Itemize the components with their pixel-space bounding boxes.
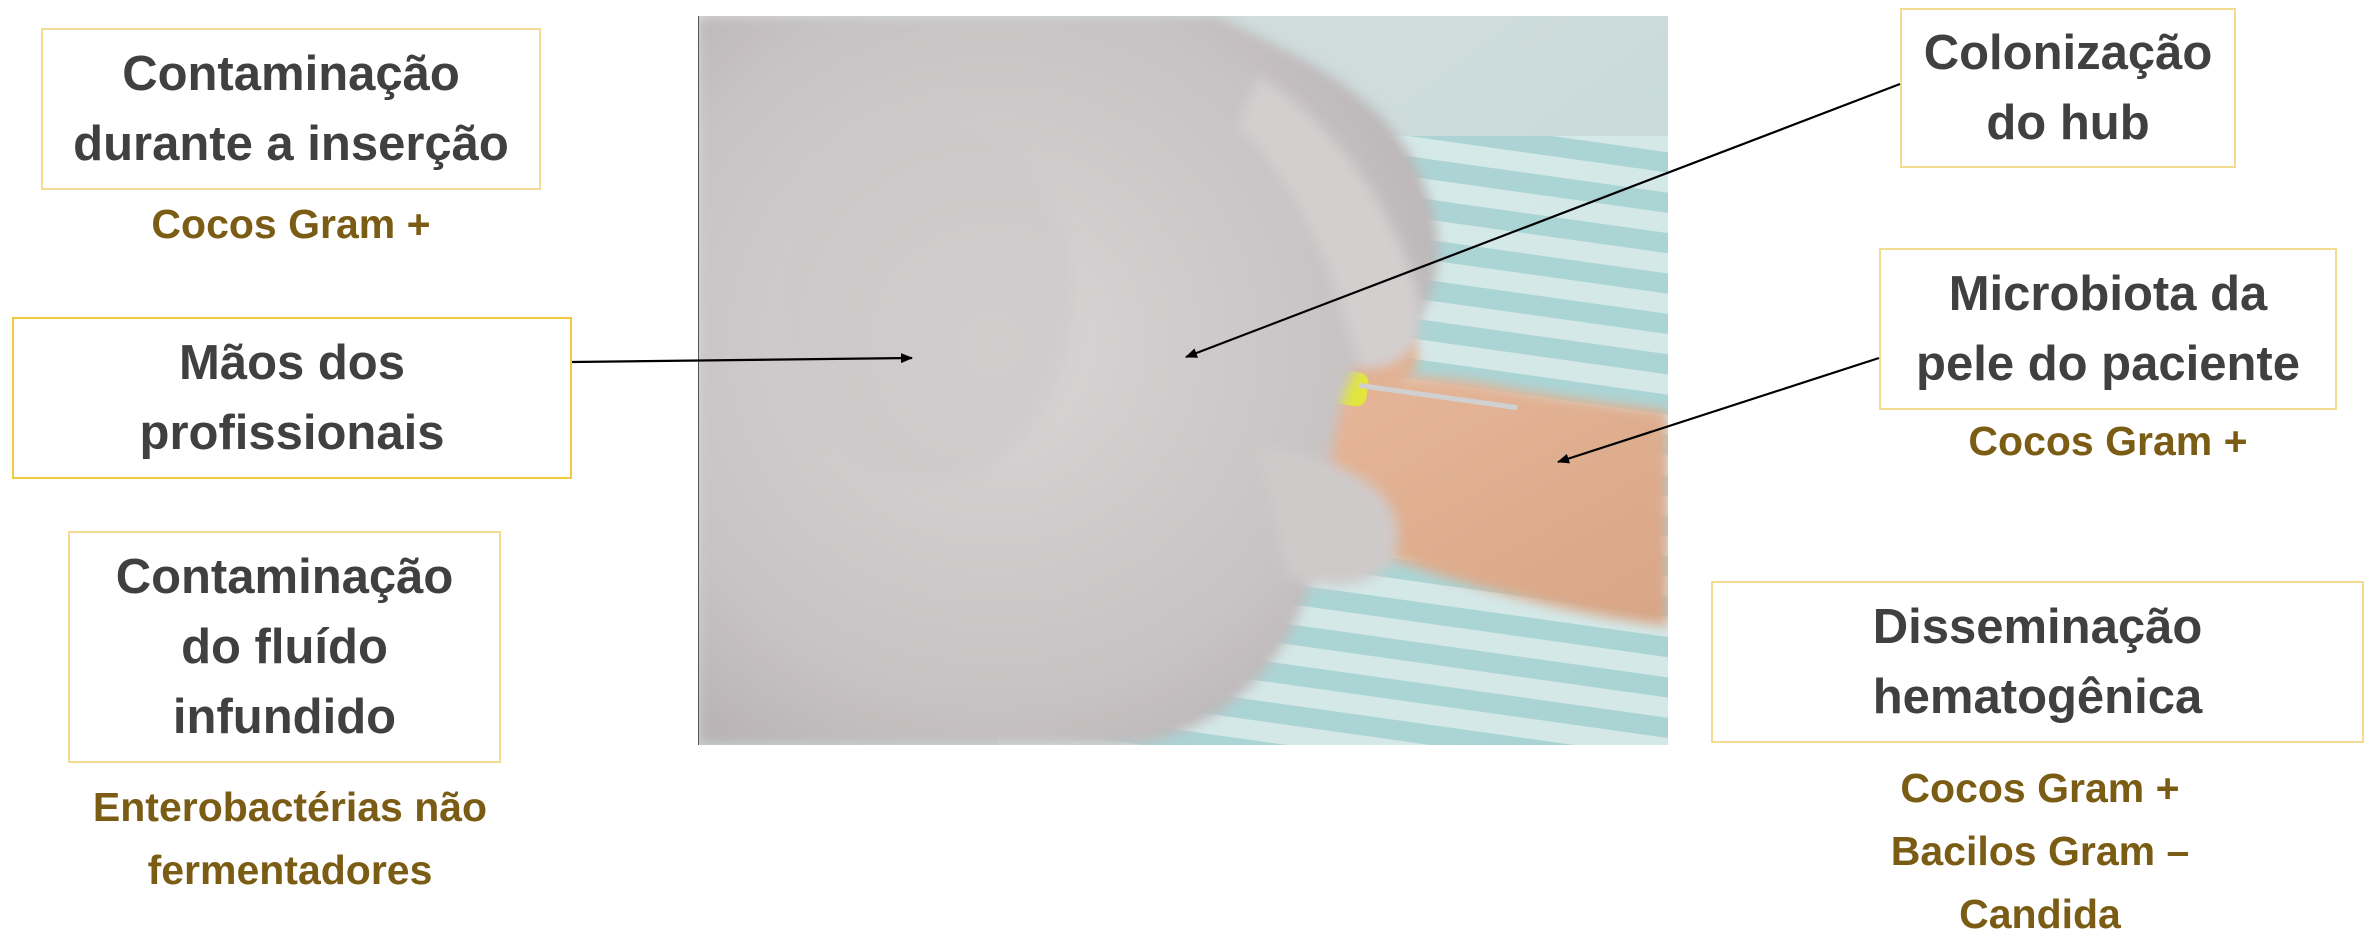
hub-line-1: Colonização [1924,18,2213,88]
catheter-insertion-photo [698,16,1668,745]
insertion-organism: Cocos Gram + [41,193,541,256]
fluid-contamination-box: Contaminação do fluído infundido [68,531,501,763]
insertion-contamination-box: Contaminação durante a inserção [41,28,541,190]
hematogenous-organism-3: Candida [1780,883,2300,946]
fluid-line-1: Contaminação [116,542,454,612]
skin-line-2: pele do paciente [1916,329,2300,399]
hematogenous-box: Disseminação hematogênica [1711,581,2364,743]
hands-box: Mãos dos profissionais [12,317,572,479]
insertion-line-2: durante a inserção [73,109,509,179]
hematogenous-organisms: Cocos Gram + Bacilos Gram – Candida [1780,757,2300,946]
skin-organism: Cocos Gram + [1879,410,2337,473]
hematogenous-line-1: Disseminação [1873,592,2203,662]
hands-line-1: Mãos dos [140,328,445,398]
fluid-line-3: infundido [116,682,454,752]
hematogenous-line-2: hematogênica [1873,662,2203,732]
hematogenous-organism-1: Cocos Gram + [1780,757,2300,820]
fluid-organisms: Enterobactérias não fermentadores [20,776,560,902]
hub-colonization-box: Colonização do hub [1900,8,2236,168]
hands-line-2: profissionais [140,398,445,468]
insertion-line-1: Contaminação [73,39,509,109]
skin-line-1: Microbiota da [1916,259,2300,329]
hub-line-2: do hub [1924,88,2213,158]
skin-microbiota-box: Microbiota da pele do paciente [1879,248,2337,410]
fluid-organism-1: Enterobactérias não [20,776,560,839]
hematogenous-organism-2: Bacilos Gram – [1780,820,2300,883]
fluid-organism-2: fermentadores [20,839,560,902]
fluid-line-2: do fluído [116,612,454,682]
